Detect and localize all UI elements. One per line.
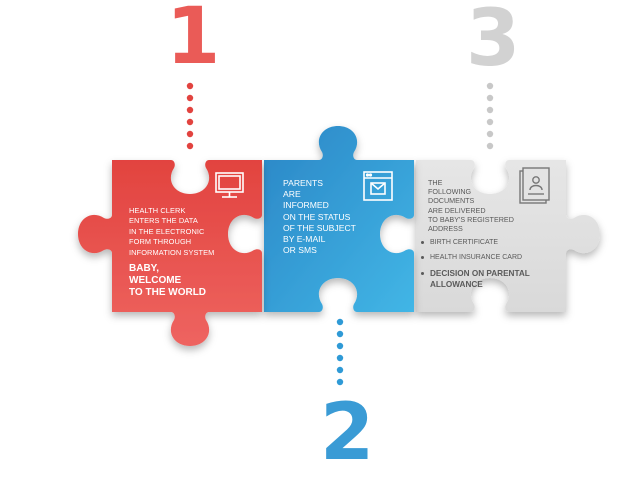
step-1-line: IN THE ELECTRONIC (129, 226, 205, 236)
documents-list: BIRTH CERTIFICATE HEALTH INSURANCE CARD … (421, 238, 551, 290)
step-2-text: PARENTS ARE INFORMED ON THE STATUS OF TH… (283, 178, 379, 256)
step-3-line: ARE DELIVERED (428, 205, 486, 215)
step-2-line: ON THE STATUS (283, 211, 351, 222)
step-1-line: ENTERS THE DATA (129, 216, 198, 226)
step-3-line: TO BABY'S REGISTERED (428, 214, 514, 224)
step-1-line: HEALTH CLERK (129, 206, 186, 215)
monitor-icon (215, 172, 244, 198)
welcome-heading: BABY, WELCOME TO THE WORLD (129, 263, 257, 299)
step-1-text: HEALTH CLERK ENTERS THE DATA IN THE ELEC… (129, 206, 257, 299)
document-icon (519, 167, 550, 204)
step-number-3: 3 (466, 0, 521, 84)
step-2-line: PARENTS (283, 178, 323, 188)
step-3-line: FOLLOWING (428, 187, 472, 197)
step-2-line: ARE (283, 189, 301, 200)
welcome-line: WELCOME (129, 275, 182, 287)
step-2-line: INFORMED (283, 200, 329, 211)
puzzle-piece-3 (416, 160, 600, 312)
step-2-line: OR SMS (283, 245, 317, 256)
step-3-text: THE FOLLOWING DOCUMENTS ARE DELIVERED TO… (428, 178, 544, 233)
step-2-line: OF THE SUBJECT (283, 222, 356, 233)
welcome-line: TO THE WORLD (129, 287, 207, 299)
welcome-line: BABY, (129, 263, 160, 275)
connector-dots-1 (186, 82, 194, 150)
step-number-2: 2 (320, 388, 375, 478)
step-1-line: INFORMATION SYSTEM (129, 247, 215, 257)
document-item: DECISION ON PARENTAL ALLOWANCE (421, 268, 551, 290)
connector-dots-3 (486, 82, 494, 150)
step-1-line: FORM THROUGH (129, 237, 192, 247)
step-3-line: DOCUMENTS (428, 196, 475, 206)
step-number-1: 1 (166, 0, 221, 82)
email-icon (363, 171, 393, 201)
document-item: BIRTH CERTIFICATE (421, 238, 551, 247)
step-3-line: ADDRESS (428, 224, 463, 234)
connector-dots-2 (336, 318, 344, 386)
puzzle-piece-1 (78, 160, 262, 346)
document-item: HEALTH INSURANCE CARD (421, 253, 551, 262)
step-2-line: BY E-MAIL (283, 234, 326, 245)
step-3-line: THE (428, 178, 443, 187)
